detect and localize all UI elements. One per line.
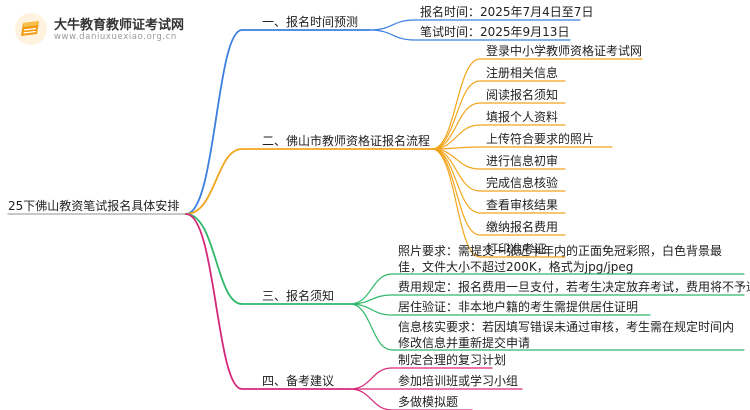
leaf-process-step: 打印准考证 (486, 242, 547, 256)
root-node: 25下佛山教资笔试报名具体安排 (8, 199, 180, 213)
leaf-fee-rule: 费用规定：报名费用一旦支付，若考生决定放弃考试，费用将不予退还 (398, 280, 750, 294)
leaf-process-step: 完成信息核验 (486, 176, 559, 190)
leaf-process-step: 阅读报名须知 (486, 88, 559, 102)
leaf-connector (349, 273, 745, 305)
leaf-connector (349, 303, 651, 316)
leaf-process-step: 缴纳报名费用 (486, 220, 559, 234)
logo-subtitle: www.daniuxuexiao.org.cn (54, 32, 177, 42)
leaf-process-step: 填报个人资料 (486, 110, 559, 124)
leaf-connector (349, 294, 745, 305)
leaf-connector (431, 146, 613, 150)
leaf-connector (431, 148, 566, 258)
branch-connector (185, 213, 351, 305)
leaf-process-step: 登录中小学教师资格证考试网 (486, 44, 643, 58)
leaf-connector (349, 367, 493, 390)
leaf-photo-requirement: 照片要求：需提交一张近半年内的正面免冠彩照，白色背景最佳，文件大小不超过200K… (398, 244, 723, 274)
leaf-exam-date: 笔试时间：2025年9月13日 (420, 25, 570, 39)
leaf-registration-date: 报名时间：2025年7月4日至7日 (420, 5, 594, 19)
leaf-connector (431, 80, 566, 150)
leaf-connector (349, 303, 745, 351)
leaf-study-advice: 参加培训班或学习小组 (398, 374, 519, 388)
leaf-process-step: 上传符合要求的照片 (486, 132, 595, 146)
branch-registration-process: 二、佛山市教师资格证报名流程 (262, 134, 431, 148)
leaf-connector (431, 124, 566, 150)
leaf-connector (369, 19, 581, 31)
leaf-study-advice: 制定合理的复习计划 (398, 353, 507, 367)
leaf-info-check: 信息核实要求：若因填写错误未通过审核，考生需在规定时间内修改信息并重新提交申请 (398, 320, 735, 350)
branch-registration-notes: 三、报名须知 (262, 289, 335, 303)
logo-title: 大牛教育教师证考试网 (54, 18, 185, 33)
leaf-connector (431, 148, 566, 170)
leaf-connector (431, 58, 643, 150)
leaf-study-advice: 多做模拟题 (398, 395, 459, 409)
leaf-connector (369, 29, 571, 41)
branch-registration-time: 一、报名时间预测 (262, 15, 359, 29)
branch-study-advice: 四、备考建议 (262, 374, 335, 388)
leaf-residence-proof: 居住验证：非本地户籍的考生需提供居住证明 (398, 300, 639, 314)
branch-connector (185, 213, 351, 390)
branch-connector (185, 29, 371, 215)
site-logo: 大牛教育教师证考试网 www.daniuxuexiao.org.cn (14, 12, 204, 48)
leaf-process-step: 查看审核结果 (486, 198, 559, 212)
leaf-connector (431, 102, 566, 150)
book-logo-icon (15, 13, 47, 45)
branch-connector (185, 148, 433, 215)
leaf-process-step: 进行信息初审 (486, 154, 559, 168)
leaf-process-step: 注册相关信息 (486, 66, 559, 80)
